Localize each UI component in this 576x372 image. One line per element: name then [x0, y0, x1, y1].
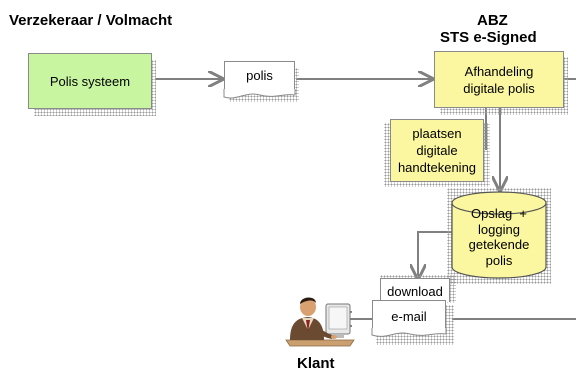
download-document: download	[380, 278, 450, 302]
opslag-line2: logging	[478, 221, 520, 237]
polis-systeem-box: Polis systeem	[28, 53, 152, 109]
opslag-line4: polis	[485, 252, 513, 268]
plaatsen-line1: plaatsen	[412, 126, 462, 141]
afhandeling-line2: digitale polis	[463, 80, 535, 96]
email-document: e-mail	[372, 300, 446, 330]
email-label: e-mail	[391, 309, 427, 324]
afhandeling-box: Afhandeling digitale polis	[434, 51, 564, 108]
header-klant: Klant	[297, 355, 335, 372]
polis-systeem-label: Polis systeem	[49, 73, 131, 89]
plaatsen-line2: digitale	[416, 143, 458, 158]
opslag-label: Opslag + logging getekende polis	[450, 206, 548, 268]
polis-document: polis	[224, 61, 295, 91]
opslag-cylinder	[451, 191, 547, 279]
email-doc-wave	[371, 328, 447, 337]
plaatsen-line3: handtekening	[397, 160, 477, 175]
polis-label: polis	[246, 68, 273, 83]
header-verzekeraar: Verzekeraar / Volmacht	[9, 12, 173, 29]
afhandeling-line1: Afhandeling	[464, 63, 534, 79]
download-label: download	[387, 284, 443, 299]
klant-person-icon	[285, 297, 355, 347]
header-sts: STS e-Signed	[440, 29, 537, 46]
opslag-line3: getekende	[468, 237, 530, 252]
plaatsen-box: plaatsen digitale handtekening	[390, 119, 484, 182]
polis-doc-wave	[223, 89, 296, 99]
opslag-line1: Opslag +	[470, 206, 527, 221]
header-abz: ABZ	[477, 12, 508, 29]
arrow-opslag-to-download	[418, 231, 452, 278]
